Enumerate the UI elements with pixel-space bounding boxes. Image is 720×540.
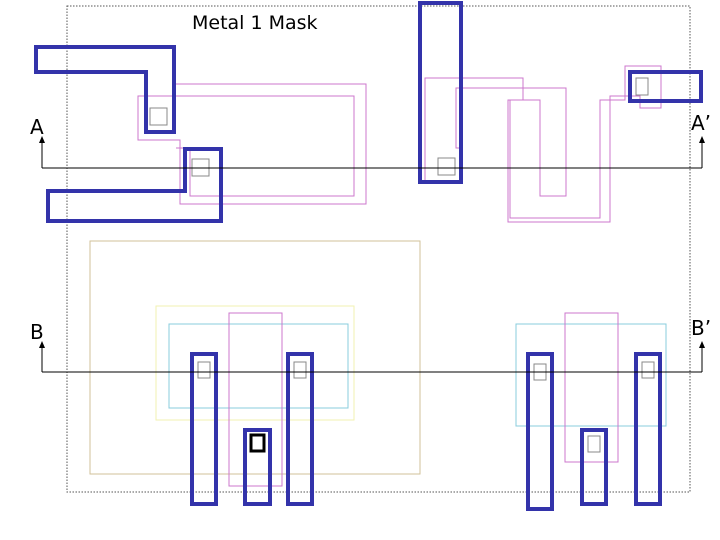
arrowhead [39,341,45,348]
pselect-region [155,305,355,421]
cut-line-a [39,136,705,169]
cut-line-b [39,341,705,373]
contacts-top [149,77,649,177]
nwell-region [89,240,421,475]
metal1-strip [190,352,218,506]
active-region-right [515,323,667,427]
arrowhead [699,136,705,143]
poly-layer-top [137,65,662,223]
poly-wire-right [424,65,662,223]
cut-label-b: B [30,320,44,344]
cell-boundary [66,5,691,493]
cut-label-a-prime: A’ [691,111,712,135]
metal1-vertical-center [418,1,463,184]
metal1-layer-top [34,1,703,223]
poly-layer-bottom [228,312,619,487]
contact [197,361,211,379]
metal1-wire-upper-left [34,45,176,134]
metal1-strip [634,352,662,506]
metal1-strip [243,428,272,506]
metal1-pad-right [628,70,703,103]
metal1-strip [580,428,608,506]
metal1-strip [526,352,554,511]
arrowhead [699,341,705,348]
poly-wire-left-inner [176,95,355,197]
cut-label-a: A [30,115,44,139]
mask-title: Metal 1 Mask [192,12,318,34]
contact [641,361,655,379]
contact [635,77,649,96]
contact [587,435,601,453]
contact [293,361,307,379]
contacts-bottom [197,361,655,453]
arrowhead [39,136,45,143]
cut-label-b-prime: B’ [691,316,712,340]
contact-highlighted [249,433,266,453]
metal1-wire-lower-left [46,147,223,223]
metal1-strip [286,352,314,506]
poly-gate-left [228,312,283,487]
contact [437,157,456,176]
metal1-layer-bottom [190,352,662,511]
poly-gate-right [564,312,619,463]
contact [149,107,168,126]
active-region-left [168,323,349,409]
